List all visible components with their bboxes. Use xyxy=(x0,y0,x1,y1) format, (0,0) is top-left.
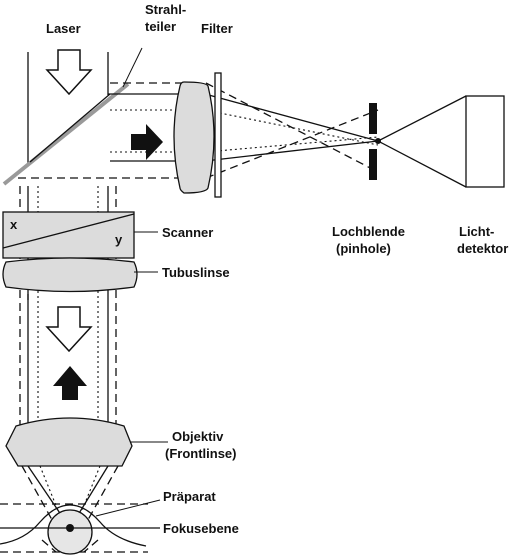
specimen-leader xyxy=(95,499,161,517)
label-tube-lens: Tubuslinse xyxy=(162,265,230,280)
label-beam-splitter-1: Strahl- xyxy=(145,2,186,17)
pinhole xyxy=(369,103,381,180)
label-laser: Laser xyxy=(46,21,81,36)
label-filter: Filter xyxy=(201,21,233,36)
detection-beam-paths xyxy=(18,82,467,188)
focal-point xyxy=(66,524,74,532)
objective-lens xyxy=(5,417,133,467)
label-beam-splitter-2: teiler xyxy=(145,19,176,34)
label-specimen: Präparat xyxy=(163,489,216,504)
beam-splitter xyxy=(2,82,130,186)
label-scanner-y: y xyxy=(115,232,123,247)
label-objective-2: (Frontlinse) xyxy=(165,446,237,461)
light-detector xyxy=(465,95,505,188)
return-light-arrow xyxy=(131,124,163,160)
tube-lens xyxy=(2,257,138,293)
label-pinhole-2: (pinhole) xyxy=(336,241,391,256)
collimator-lens xyxy=(173,81,215,194)
excitation-direction-arrow xyxy=(45,306,93,353)
label-objective-1: Objektiv xyxy=(172,429,224,444)
label-focal-plane: Fokusebene xyxy=(163,521,239,536)
beam-splitter-leader xyxy=(122,47,143,88)
specimen xyxy=(0,503,160,555)
laser-beam xyxy=(27,52,109,165)
label-scanner: Scanner xyxy=(162,225,213,240)
label-detector-2: detektor xyxy=(457,241,508,256)
scanner xyxy=(2,211,135,259)
emission-direction-arrow xyxy=(53,366,87,400)
laser-direction-arrow xyxy=(45,49,93,96)
label-detector-1: Licht- xyxy=(459,224,494,239)
filter xyxy=(214,72,222,198)
label-scanner-x: x xyxy=(10,217,18,232)
label-pinhole-1: Lochblende xyxy=(332,224,405,239)
